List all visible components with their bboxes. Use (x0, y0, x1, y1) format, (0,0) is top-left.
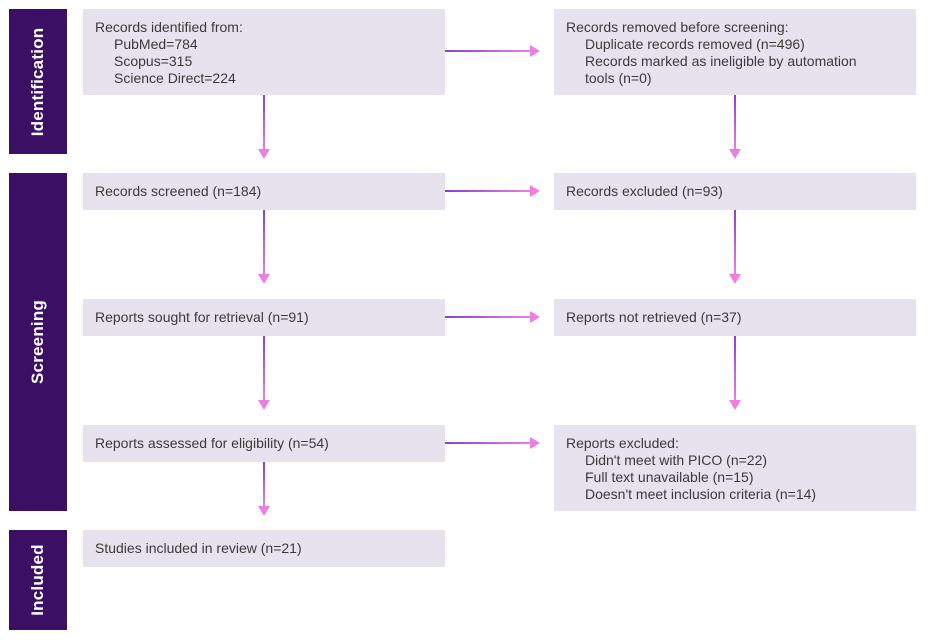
arrow-not-retrieved-down (729, 336, 741, 410)
phase-included: Included (9, 530, 67, 630)
records-screened-text: Records screened (n=184) (95, 183, 262, 199)
arrow-identified-to-removed (445, 45, 540, 57)
records-excluded-box: Records excluded (n=93) (554, 173, 916, 210)
arrow-identified-to-screened (258, 95, 270, 159)
reports-excluded-box: Reports excluded: Didn't meet with PICO … (554, 425, 916, 511)
arrow-sought-to-assessed (258, 336, 270, 410)
reports-assessed-box: Reports assessed for eligibility (n=54) (83, 425, 445, 462)
excluded-full-text: Full text unavailable (n=15) (585, 469, 754, 485)
arrow-screened-to-excluded (445, 185, 540, 197)
records-identified-heading: Records identified from: (95, 19, 243, 35)
arrow-assessed-to-excluded (445, 437, 540, 449)
excluded-pico: Didn't meet with PICO (n=22) (585, 452, 768, 468)
reports-sought-text: Reports sought for retrieval (n=91) (95, 309, 309, 325)
reports-excluded-heading: Reports excluded: (566, 435, 679, 451)
records-screened-box: Records screened (n=184) (83, 173, 445, 210)
reports-sought-box: Reports sought for retrieval (n=91) (83, 299, 445, 336)
reports-not-retrieved-box: Reports not retrieved (n=37) (554, 299, 916, 336)
excluded-inclusion-criteria: Doesn't meet inclusion criteria (n=14) (585, 486, 817, 502)
studies-included-box: Studies included in review (n=21) (83, 530, 445, 567)
science-direct-count: Science Direct=224 (114, 70, 236, 86)
reports-assessed-text: Reports assessed for eligibility (n=54) (95, 435, 329, 451)
studies-included-text: Studies included in review (n=21) (95, 540, 302, 556)
reports-not-retrieved-text: Reports not retrieved (n=37) (566, 309, 742, 325)
arrow-sought-to-not-retrieved (445, 311, 540, 323)
records-excluded-text: Records excluded (n=93) (566, 183, 723, 199)
scopus-count: Scopus=315 (114, 53, 193, 69)
phase-screening: Screening (9, 173, 67, 511)
records-removed-box: Records removed before screening: Duplic… (554, 9, 916, 95)
arrow-removed-down (729, 95, 741, 159)
ineligible-automation: Records marked as ineligible by automati… (585, 53, 857, 69)
duplicates-removed: Duplicate records removed (n=496) (585, 36, 805, 52)
pubmed-count: PubMed=784 (114, 36, 198, 52)
ineligible-automation-cont: tools (n=0) (585, 70, 652, 86)
records-identified-box: Records identified from: PubMed=784 Scop… (83, 9, 445, 95)
arrow-screened-to-sought (258, 210, 270, 284)
records-removed-heading: Records removed before screening: (566, 19, 789, 35)
phase-identification: Identification (9, 9, 67, 154)
arrow-assessed-to-included (258, 462, 270, 516)
arrow-excluded-down (729, 210, 741, 284)
